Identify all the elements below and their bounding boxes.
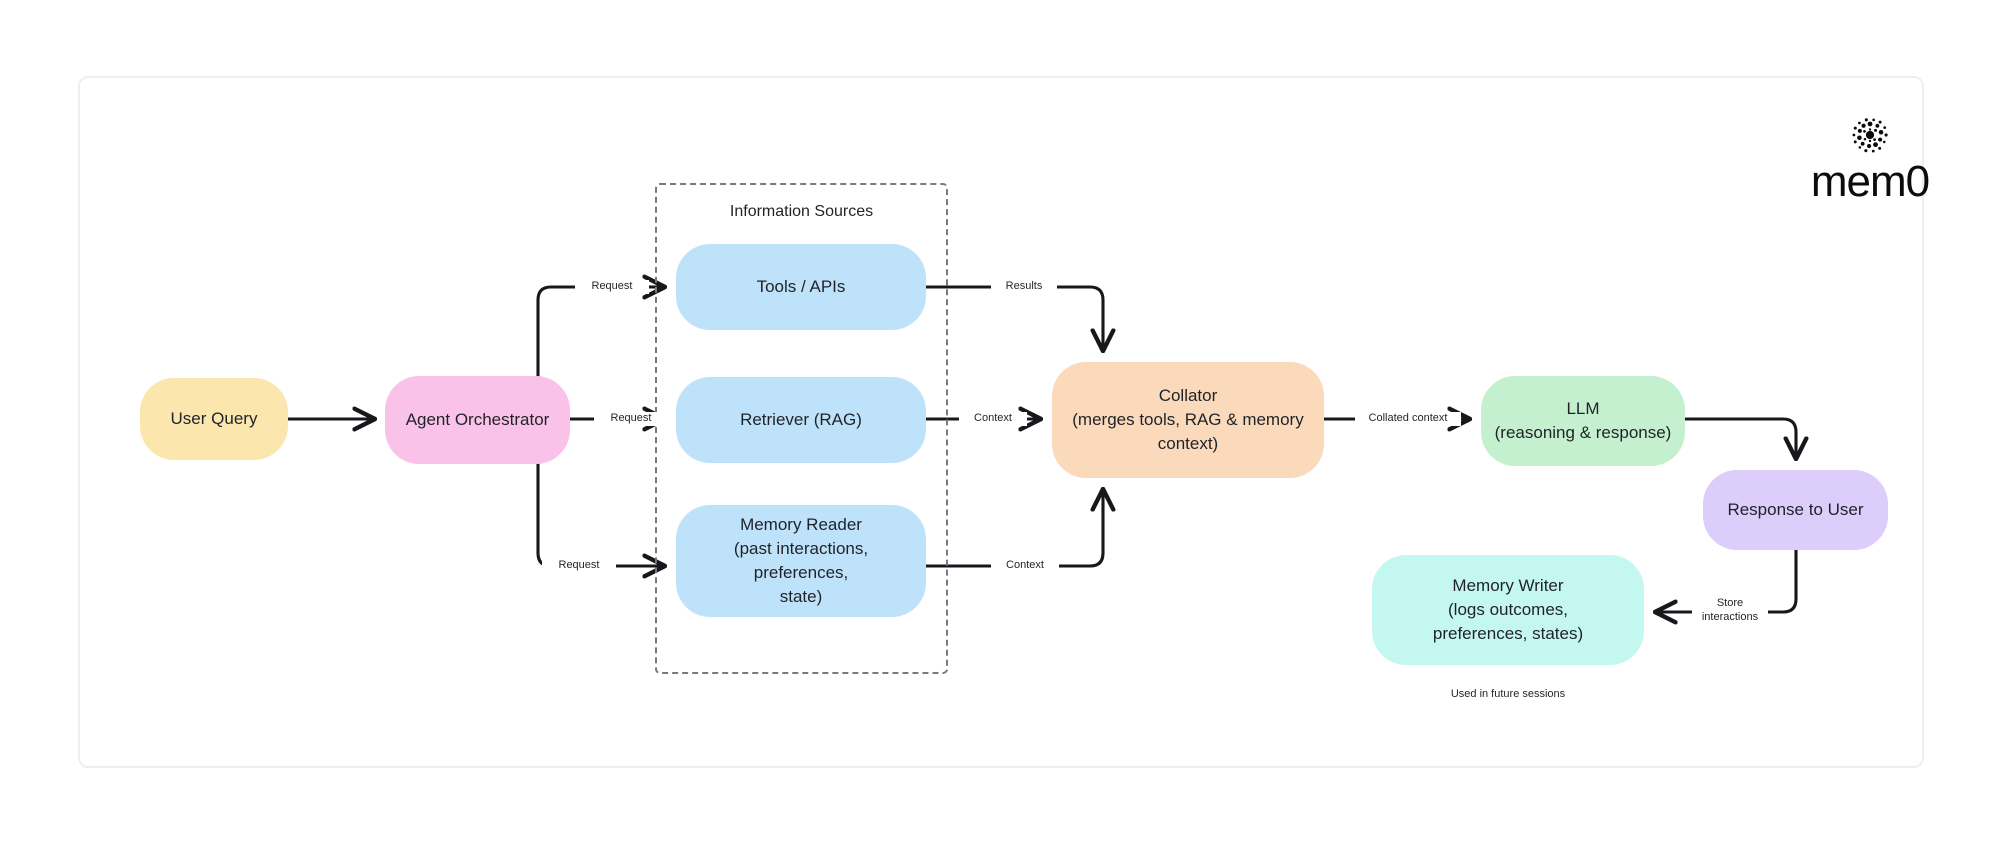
mem0-dot-burst-icon bbox=[1852, 118, 1888, 153]
node-memory-writer[interactable]: Memory Writer (logs outcomes, preference… bbox=[1372, 555, 1644, 665]
node-tools-apis[interactable]: Tools / APIs bbox=[676, 244, 926, 330]
edge-label-memory-reader-to-collator: Context bbox=[991, 559, 1059, 573]
node-response-to-user[interactable]: Response to User bbox=[1703, 470, 1888, 550]
node-llm[interactable]: LLM (reasoning & response) bbox=[1481, 376, 1685, 466]
node-collator[interactable]: Collator (merges tools, RAG & memory con… bbox=[1052, 362, 1324, 478]
edge-agent-to-tools bbox=[536, 287, 662, 378]
mem0-logo: mem0 bbox=[1790, 112, 1950, 206]
node-agent-orchestrator[interactable]: Agent Orchestrator bbox=[385, 376, 570, 464]
node-memory-reader[interactable]: Memory Reader (past interactions, prefer… bbox=[676, 505, 926, 617]
group-information-sources-label: Information Sources bbox=[729, 203, 874, 220]
edge-label-retriever-to-collator: Context bbox=[959, 412, 1027, 426]
node-retriever-rag[interactable]: Retriever (RAG) bbox=[676, 377, 926, 463]
node-user-query[interactable]: User Query bbox=[140, 378, 288, 460]
group-information-sources bbox=[655, 183, 948, 674]
edge-response-to-memory-writer bbox=[1658, 548, 1798, 612]
footnote-used-in-future-sessions: Used in future sessions bbox=[1450, 688, 1566, 700]
edge-label-collator-to-llm: Collated context bbox=[1355, 412, 1461, 426]
edge-label-agent-to-retriever: Request bbox=[594, 412, 668, 426]
mem0-wordmark: mem0 bbox=[1810, 157, 1930, 206]
edge-agent-to-memory-reader bbox=[536, 462, 662, 566]
edge-label-agent-to-memory-reader: Request bbox=[542, 559, 616, 573]
edge-label-response-to-memory-writer: Store interactions bbox=[1692, 597, 1768, 625]
edge-memory-reader-to-collator bbox=[924, 492, 1103, 568]
edge-label-agent-to-tools: Request bbox=[575, 280, 649, 294]
edge-tools-to-collator bbox=[924, 285, 1103, 348]
edge-label-tools-to-collator: Results bbox=[991, 280, 1057, 294]
edge-llm-to-response bbox=[1683, 417, 1796, 456]
